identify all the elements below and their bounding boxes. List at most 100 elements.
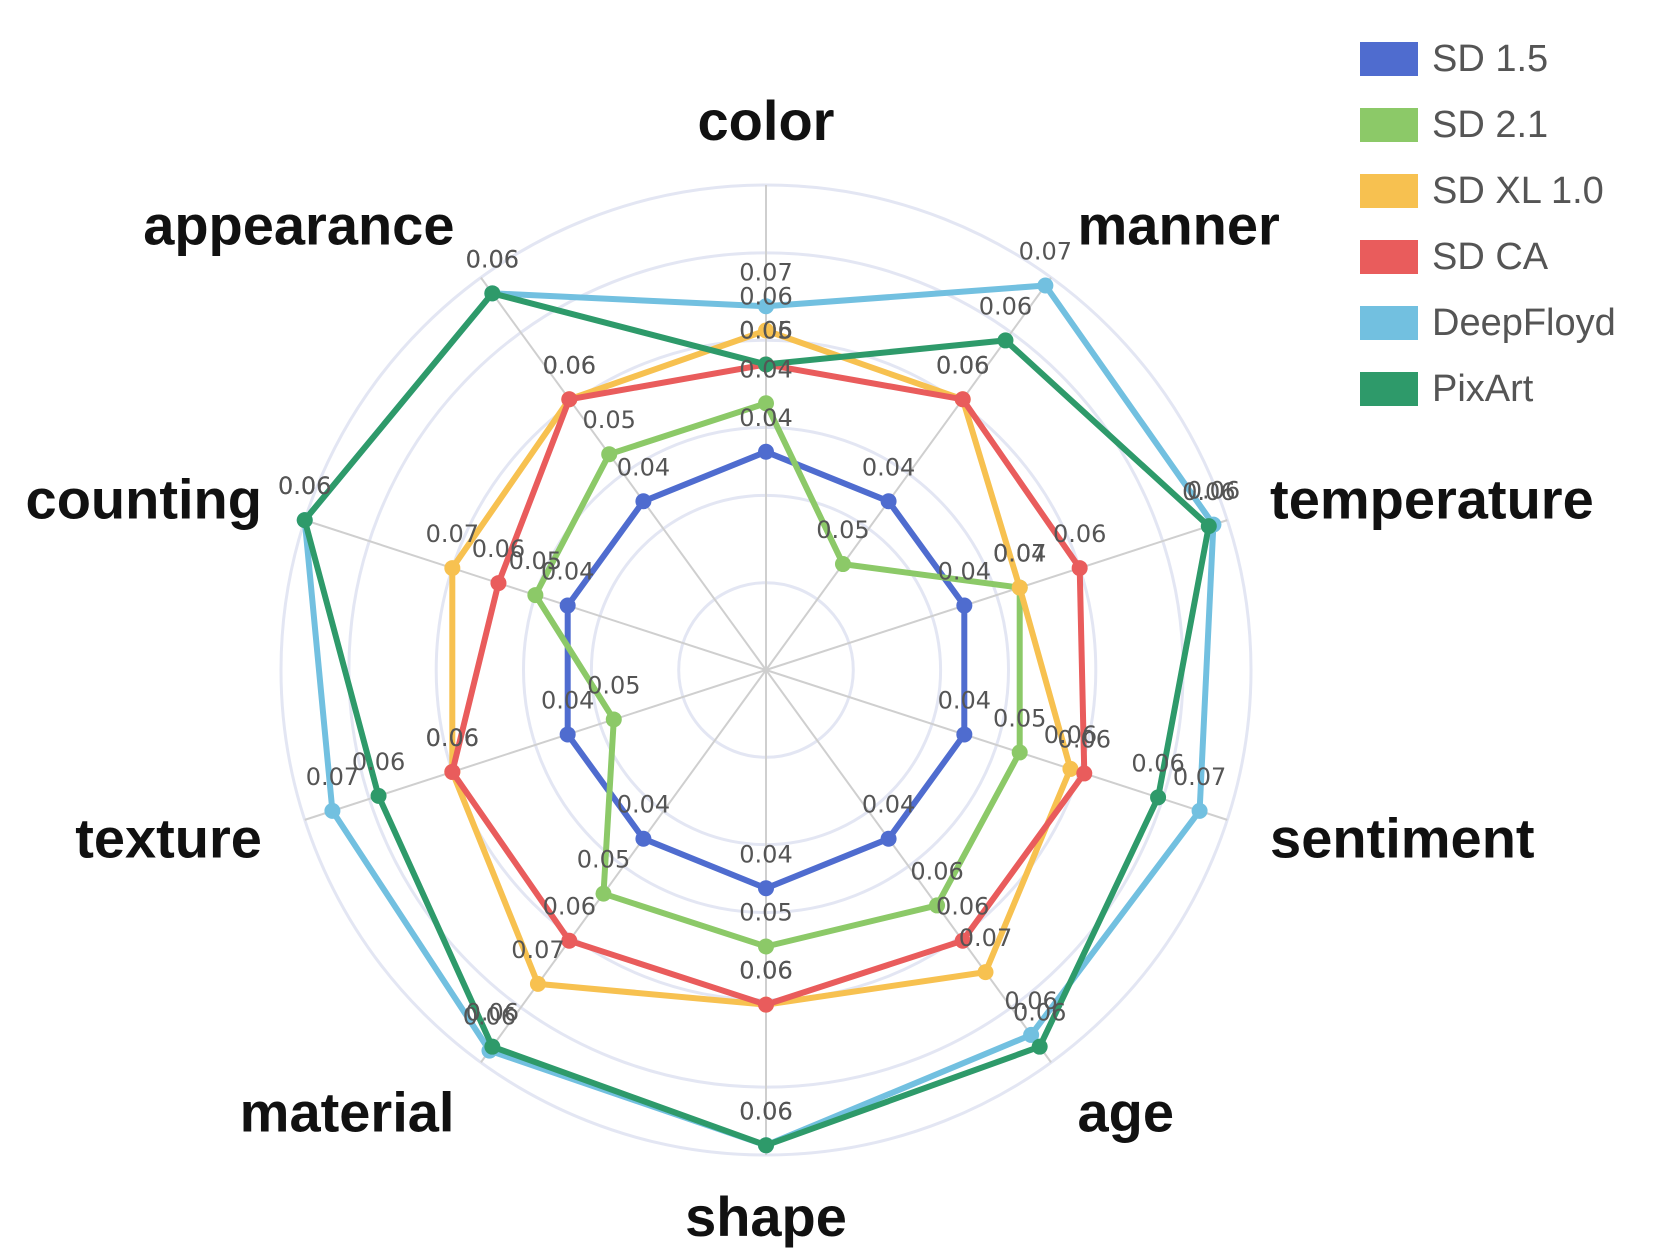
- data-label: 0.06: [739, 957, 792, 985]
- data-point-texture: [444, 763, 461, 780]
- data-point-sentiment: [1191, 802, 1208, 819]
- data-point-shape: [758, 938, 774, 955]
- data-point-age: [929, 897, 946, 914]
- data-point-counting: [296, 512, 313, 529]
- data-label: 0.04: [862, 791, 915, 819]
- legend-label: PixArt: [1432, 367, 1534, 410]
- data-label: 0.06: [426, 724, 479, 752]
- data-label: 0.05: [739, 898, 792, 926]
- data-label: 0.05: [582, 406, 635, 434]
- legend-item: SD 1.5: [1360, 26, 1616, 92]
- data-label: 0.07: [1173, 763, 1226, 791]
- data-label: 0.06: [739, 283, 792, 311]
- axis-label-manner: manner: [1078, 194, 1280, 257]
- data-label: 0.06: [466, 245, 519, 273]
- data-point-material: [561, 932, 578, 949]
- data-label: 0.06: [1004, 987, 1057, 1015]
- data-point-appearance: [484, 285, 501, 302]
- data-label: 0.06: [1058, 725, 1111, 753]
- data-label: 0.05: [587, 671, 640, 699]
- data-label: 0.06: [278, 472, 331, 500]
- data-point-color: [758, 356, 774, 373]
- axis-label-counting: counting: [26, 468, 262, 531]
- data-point-temperature: [1011, 579, 1028, 596]
- data-point-shape: [758, 880, 774, 897]
- data-point-age: [880, 830, 897, 847]
- data-label: 0.04: [739, 840, 792, 868]
- data-point-color: [758, 395, 774, 412]
- data-label: 0.06: [1013, 999, 1066, 1027]
- data-label: 0.06: [278, 472, 331, 500]
- axis-spoke-age: [765, 669, 1052, 1063]
- data-label: 0.04: [739, 355, 792, 383]
- data-point-appearance: [601, 446, 618, 463]
- data-label: 0.06: [1131, 749, 1184, 777]
- data-point-color: [758, 322, 774, 339]
- data-label: 0.06: [352, 748, 405, 776]
- data-label: 0.04: [617, 453, 670, 481]
- data-label: 0.06: [936, 893, 989, 921]
- legend-item: SD 2.1: [1360, 92, 1616, 158]
- data-point-counting: [444, 560, 461, 577]
- data-label-layer: 0.070.070.060.070.060.060.060.070.060.06…: [278, 237, 1240, 1125]
- data-label: 0.06: [1187, 477, 1240, 505]
- data-point-sentiment: [1076, 765, 1093, 782]
- data-point-temperature: [1071, 560, 1088, 577]
- data-label: 0.04: [617, 791, 670, 819]
- data-point-appearance: [561, 391, 578, 408]
- data-label: 0.07: [993, 540, 1046, 568]
- axis-label-shape: shape: [685, 1185, 847, 1248]
- data-label: 0.06: [979, 292, 1032, 320]
- data-label: 0.05: [993, 704, 1046, 732]
- data-point-counting: [559, 597, 576, 614]
- data-label: 0.06: [739, 316, 792, 344]
- data-point-material: [595, 885, 612, 902]
- data-label: 0.07: [511, 936, 564, 964]
- data-point-manner: [880, 493, 897, 510]
- axis-label-color: color: [698, 89, 835, 152]
- data-label: 0.05: [577, 846, 630, 874]
- data-point-manner: [997, 332, 1014, 349]
- data-label: 0.05: [739, 316, 792, 344]
- axis-label-temperature: temperature: [1270, 468, 1594, 531]
- legend-swatch: [1360, 240, 1418, 274]
- data-point-sentiment: [956, 726, 973, 743]
- data-point-counting: [490, 575, 507, 592]
- data-label: 0.06: [466, 999, 519, 1027]
- data-label: 0.05: [816, 516, 869, 544]
- data-label: 0.06: [1182, 478, 1235, 506]
- axis-spoke-appearance: [480, 277, 767, 671]
- data-point-material: [635, 830, 652, 847]
- data-label: 0.05: [509, 547, 562, 575]
- series-pixart: [296, 285, 1217, 1154]
- data-label: 0.06: [910, 857, 963, 885]
- data-label: 0.04: [739, 404, 792, 432]
- legend-label: SD CA: [1432, 235, 1549, 278]
- data-point-shape: [758, 996, 774, 1013]
- data-point-material: [529, 975, 546, 992]
- data-label: 0.04: [938, 558, 991, 586]
- data-point-sentiment: [1011, 744, 1028, 761]
- data-point-appearance: [635, 493, 652, 510]
- axis-label-appearance: appearance: [143, 194, 454, 257]
- data-label: 0.04: [541, 686, 594, 714]
- data-label: 0.06: [466, 245, 519, 273]
- legend-item: DeepFloyd: [1360, 290, 1616, 356]
- data-label: 0.06: [543, 893, 596, 921]
- data-point-temperature: [956, 597, 973, 614]
- data-label: 0.06: [1053, 520, 1106, 548]
- data-point-sentiment: [1150, 789, 1167, 806]
- legend-swatch: [1360, 42, 1418, 76]
- axis-label-sentiment: sentiment: [1270, 806, 1535, 869]
- data-label: 0.04: [993, 540, 1046, 568]
- data-point-manner: [954, 391, 971, 408]
- data-label: 0.07: [306, 763, 359, 791]
- data-label: 0.06: [1044, 721, 1097, 749]
- legend-label: SD 2.1: [1432, 103, 1549, 146]
- data-label: 0.07: [1019, 237, 1072, 265]
- legend-item: SD XL 1.0: [1360, 158, 1616, 224]
- data-point-manner: [1037, 277, 1054, 294]
- legend-label: DeepFloyd: [1432, 301, 1616, 344]
